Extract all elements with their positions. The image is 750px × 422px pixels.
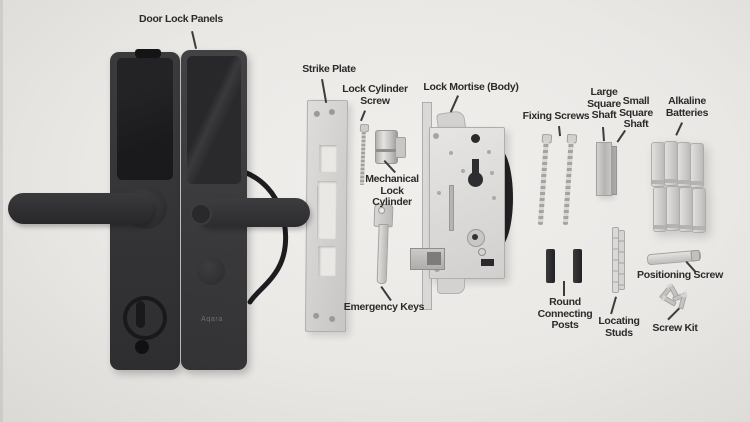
leader-line-round-connecting-posts (563, 281, 565, 296)
latch-inner (427, 252, 441, 265)
screw-hole (328, 109, 335, 116)
label-screw-kit: Screw Kit (652, 322, 698, 334)
adjust-slot (449, 185, 454, 231)
screw-kit (657, 282, 691, 310)
latch-bolt (410, 248, 445, 270)
label-large-square-shaft: Large Square Shaft (587, 86, 621, 121)
label-locating-studs: Locating Studs (598, 315, 640, 339)
positioning-screw (646, 249, 702, 266)
emergency-keys (370, 203, 397, 285)
screw-hole (329, 316, 336, 323)
large-square-shaft (596, 142, 612, 196)
door-handle-right (196, 198, 310, 227)
brand-logo: Aqara (201, 316, 223, 323)
fingerprint-sensor (190, 203, 212, 225)
key-blade (376, 223, 389, 285)
detail-hole (461, 169, 465, 173)
label-mechanical-lock-cylinder: Mechanical Lock Cylinder (365, 173, 419, 208)
panel-screen-right (187, 56, 241, 184)
label-strike-plate: Strike Plate (302, 63, 356, 75)
cylinder-band (376, 149, 396, 152)
plate-cutout (319, 144, 337, 173)
leader-line-fixing-screws (558, 126, 561, 136)
keyhole-slot (472, 159, 479, 176)
screw-hole (313, 110, 320, 117)
door-handle-left (8, 193, 153, 224)
detail-hole (437, 191, 441, 195)
label-door-lock-panels: Door Lock Panels (139, 13, 223, 25)
small-ring (478, 248, 486, 256)
leader-line-small-square-shaft (616, 130, 626, 143)
fixing-screw (536, 133, 553, 226)
detail-hole (487, 150, 491, 154)
leader-line-emergency-keys (380, 286, 392, 301)
battery (679, 187, 693, 232)
label-lock-mortise-body: Lock Mortise (Body) (423, 81, 519, 93)
detail-hole (490, 171, 494, 175)
battery (666, 186, 680, 231)
label-small-square-shaft: Small Square Shaft (619, 95, 653, 130)
label-lock-cylinder-screw: Lock Cylinder Screw (342, 83, 408, 107)
detail-hole (492, 196, 496, 200)
battery (664, 141, 678, 186)
battery (653, 187, 667, 232)
battery (677, 142, 691, 187)
hub-center (472, 234, 478, 240)
alkaline-batteries (651, 141, 707, 233)
label-positioning-screw: Positioning Screw (637, 269, 723, 281)
dip-switch (481, 259, 494, 266)
latch-notch (135, 49, 161, 59)
mechanical-lock-cylinder (375, 130, 406, 164)
keyhole-round (468, 172, 483, 187)
leader-line-lock-cylinder-screw (360, 110, 366, 122)
screw-head (690, 249, 701, 262)
round-connecting-post (573, 249, 582, 283)
label-round-connecting-posts: Round Connecting Posts (537, 296, 593, 331)
mortise-bottom-tab (437, 278, 465, 294)
fixing-screw (561, 133, 578, 226)
doorbell-button (197, 257, 225, 285)
leader-line-door-lock-panels (191, 31, 197, 49)
label-emergency-keys: Emergency Keys (343, 301, 425, 313)
screw-hole (313, 312, 320, 319)
battery (651, 142, 665, 187)
battery (690, 143, 704, 188)
screw-shaft (537, 140, 549, 226)
battery (692, 188, 706, 233)
plate-cutout (318, 245, 336, 277)
cylinder-cam (395, 137, 406, 158)
leader-line-alkaline-batteries (675, 122, 683, 136)
strike-plate (304, 99, 349, 333)
thumbturn-knob (136, 301, 145, 328)
plate-cutout (316, 180, 337, 240)
panel-screen-left (117, 58, 173, 180)
stud (618, 230, 625, 290)
label-fixing-screws: Fixing Screws (522, 110, 590, 122)
locating-studs (612, 227, 625, 293)
screw-shaft (562, 140, 574, 226)
label-alkaline-batteries: Alkaline Batteries (665, 95, 709, 119)
round-connecting-post (546, 249, 555, 283)
power-cable (241, 169, 289, 305)
leader-line-large-square-shaft (602, 127, 605, 142)
detail-hole (449, 151, 453, 155)
spindle-hole (471, 134, 480, 143)
lock-mortise-body (410, 102, 522, 314)
thumbturn (123, 296, 167, 340)
screw-hole (433, 133, 439, 139)
keyhole-dot (135, 340, 149, 354)
leader-line-locating-studs (610, 296, 617, 315)
